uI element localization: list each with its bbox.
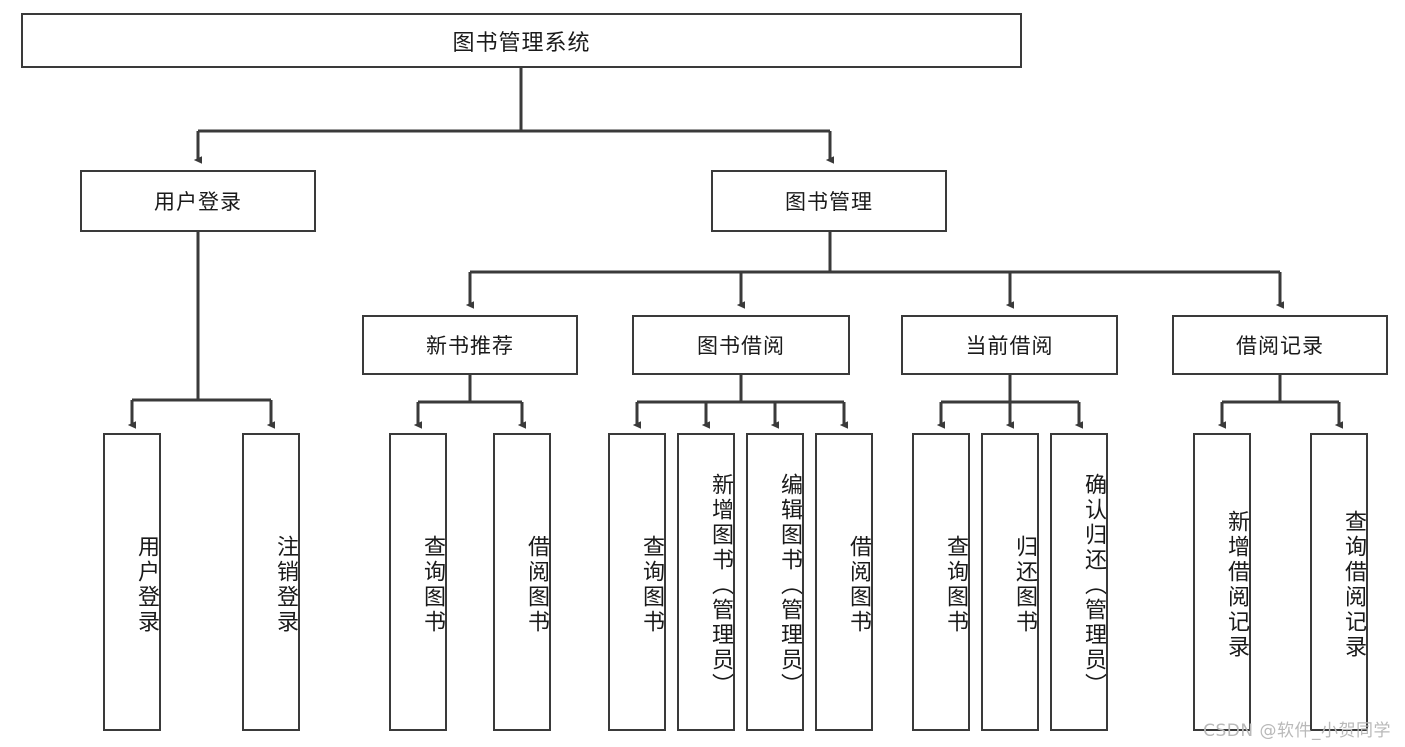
node-label: 查询图书 bbox=[943, 535, 968, 635]
node-label: 注销登录 bbox=[273, 535, 298, 635]
leaf-user-login[interactable]: 用户登录 bbox=[103, 433, 161, 731]
node-borrow-records[interactable]: 借阅记录 bbox=[1172, 315, 1388, 375]
node-label: 归还图书 bbox=[1012, 535, 1037, 635]
leaf-query-borrow-record[interactable]: 查询借阅记录 bbox=[1310, 433, 1368, 731]
leaf-query-book-recommend[interactable]: 查询图书 bbox=[389, 433, 447, 731]
leaf-edit-book-admin[interactable]: 编辑图书（管理员） bbox=[746, 433, 804, 731]
node-label: 借阅图书 bbox=[524, 535, 549, 635]
leaf-query-book-current[interactable]: 查询图书 bbox=[912, 433, 970, 731]
node-label: 查询借阅记录 bbox=[1341, 510, 1366, 660]
node-label: 查询图书 bbox=[420, 535, 445, 635]
node-label: 图书借阅 bbox=[697, 334, 785, 358]
node-label: 查询图书 bbox=[639, 535, 664, 635]
node-label: 确认归还（管理员） bbox=[1081, 472, 1106, 698]
leaf-add-book-admin[interactable]: 新增图书（管理员） bbox=[677, 433, 735, 731]
node-book-management[interactable]: 图书管理 bbox=[711, 170, 947, 232]
node-label: 新增借阅记录 bbox=[1224, 510, 1249, 660]
node-label: 新增图书（管理员） bbox=[708, 472, 733, 698]
node-label: 借阅记录 bbox=[1236, 334, 1324, 358]
node-current-borrow[interactable]: 当前借阅 bbox=[901, 315, 1118, 375]
node-label: 图书管理 bbox=[785, 190, 873, 214]
node-new-book-recommend[interactable]: 新书推荐 bbox=[362, 315, 578, 375]
node-label: 当前借阅 bbox=[965, 334, 1054, 358]
csdn-watermark: CSDN @软件_小贺同学 bbox=[1203, 721, 1391, 741]
leaf-return-book[interactable]: 归还图书 bbox=[981, 433, 1039, 731]
leaf-borrow-book-recommend[interactable]: 借阅图书 bbox=[493, 433, 551, 731]
leaf-borrow-book[interactable]: 借阅图书 bbox=[815, 433, 873, 731]
node-label: 图书管理系统 bbox=[452, 30, 591, 56]
leaf-add-borrow-record[interactable]: 新增借阅记录 bbox=[1193, 433, 1251, 731]
leaf-query-book-borrow[interactable]: 查询图书 bbox=[608, 433, 666, 731]
node-label: 用户登录 bbox=[134, 535, 159, 635]
node-book-borrow[interactable]: 图书借阅 bbox=[632, 315, 850, 375]
node-label: 编辑图书（管理员） bbox=[777, 472, 802, 698]
node-root-system[interactable]: 图书管理系统 bbox=[21, 13, 1022, 68]
leaf-logout[interactable]: 注销登录 bbox=[242, 433, 300, 731]
leaf-confirm-return-admin[interactable]: 确认归还（管理员） bbox=[1050, 433, 1108, 731]
node-label: 借阅图书 bbox=[846, 535, 871, 635]
node-label: 新书推荐 bbox=[426, 334, 514, 358]
node-user-login[interactable]: 用户登录 bbox=[80, 170, 316, 232]
node-label: 用户登录 bbox=[154, 190, 242, 214]
